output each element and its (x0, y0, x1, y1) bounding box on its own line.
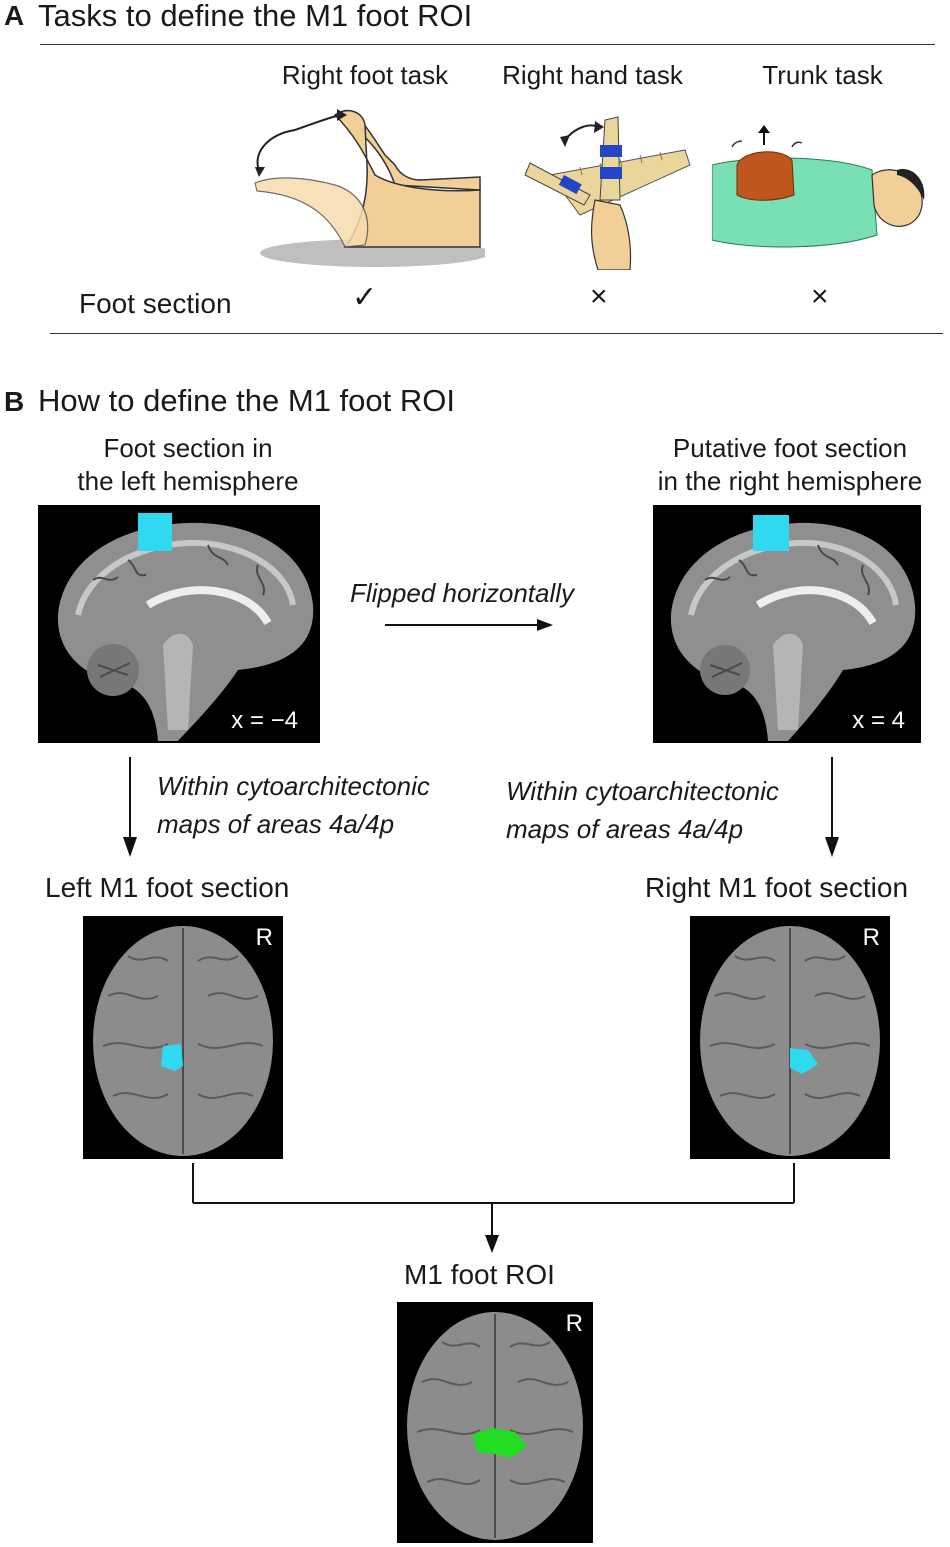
left-m1-label: Left M1 foot section (45, 872, 290, 903)
task-label-right-foot: Right foot task (281, 60, 449, 90)
row-label-foot-section: Foot section (79, 288, 232, 319)
trunk-illustration (712, 125, 925, 248)
left-caption-line1: Foot section in (103, 433, 273, 463)
panel-a-letter: A (4, 0, 25, 31)
final-roi-brain (407, 1312, 583, 1540)
right-caption-line2: in the right hemisphere (657, 466, 923, 496)
right-caption-line1: Putative foot section (672, 433, 908, 463)
foot-illustration (254, 109, 485, 267)
mark-right-hand: × (590, 280, 608, 313)
right-slice-coordinate: x = 4 (852, 707, 905, 734)
left-m1-orientation-mark: R (255, 924, 273, 951)
mark-right-foot: ✓ (352, 281, 378, 314)
left-sagittal-mri: x = −4 (38, 505, 320, 743)
left-m1-brain-top-view: R (83, 916, 283, 1159)
right-sagittal-brain (670, 515, 916, 741)
final-roi-brain-top-view: R (397, 1302, 593, 1543)
right-within-line2: maps of areas 4a/4p (506, 814, 744, 844)
right-m1-brain-top-view: R (690, 916, 890, 1159)
left-sagittal-brain (57, 513, 314, 741)
left-caption-line2: the left hemisphere (77, 466, 299, 496)
flip-label: Flipped horizontally (350, 578, 575, 608)
right-down-arrow (825, 757, 839, 857)
right-m1-orientation-mark: R (862, 924, 880, 951)
left-down-arrow (123, 757, 137, 857)
combine-bracket (192, 1163, 795, 1253)
panel-a-title: Tasks to define the M1 foot ROI (38, 0, 473, 33)
panel-a-bottom-rule (50, 333, 943, 334)
final-roi-label: M1 foot ROI (404, 1259, 555, 1290)
right-m1-brain (700, 926, 880, 1156)
right-within-line1: Within cytoarchitectonic (506, 776, 779, 806)
flip-arrow (385, 619, 553, 631)
task-label-right-hand: Right hand task (502, 60, 683, 90)
left-slice-coordinate: x = −4 (231, 707, 298, 734)
task-label-trunk: Trunk task (762, 60, 883, 90)
left-within-line1: Within cytoarchitectonic (157, 771, 430, 801)
final-roi-orientation-mark: R (565, 1310, 583, 1337)
panel-b-letter: B (4, 386, 25, 417)
right-m1-label: Right M1 foot section (645, 872, 909, 903)
panel-a-top-rule (40, 44, 935, 45)
left-m1-brain (93, 926, 273, 1156)
panel-b-title: How to define the M1 foot ROI (38, 383, 455, 418)
hand-illustration (524, 116, 691, 270)
left-within-line2: maps of areas 4a/4p (157, 809, 395, 839)
right-sagittal-mri: x = 4 (653, 505, 921, 743)
mark-trunk: × (811, 280, 829, 313)
